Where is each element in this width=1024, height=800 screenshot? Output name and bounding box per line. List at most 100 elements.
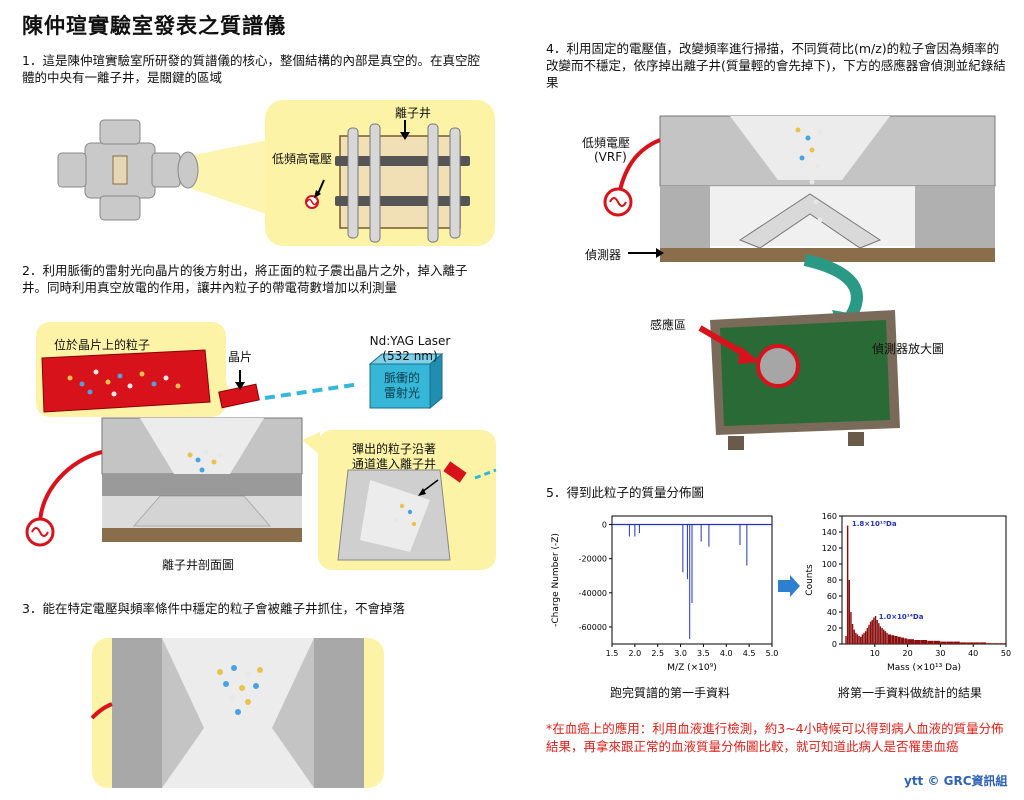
chart2-bar bbox=[884, 631, 887, 644]
application-note: *在血癌上的應用：利用血液進行檢測，約3~4小時候可以得到病人血液的質量分佈結果… bbox=[546, 721, 1004, 754]
chart2-bar bbox=[855, 632, 857, 644]
chart1-xtick-label: 4.5 bbox=[743, 649, 756, 658]
chart2-ytick-label: 160 bbox=[822, 512, 837, 521]
chart2-ytick-label: 60 bbox=[827, 592, 837, 601]
chart2-bar bbox=[848, 580, 850, 644]
vrf-label: (VRF) bbox=[594, 150, 627, 164]
pulsed-laser-label-1: 脈衝的 bbox=[383, 371, 420, 385]
low-freq-hv-label: 低頻高電壓 bbox=[272, 152, 333, 166]
chart1-ytick-label: 0 bbox=[602, 521, 607, 530]
chart2-bar bbox=[874, 616, 877, 644]
chart2-xtick-label: 50 bbox=[1001, 649, 1011, 658]
particles-on-chip-label: 位於晶片上的粒子 bbox=[54, 338, 151, 352]
chart2-bar bbox=[869, 621, 872, 644]
step-3-text: 3．能在特定電壓與頻率條件中穩定的粒子會被離子井抓住，不會掉落 bbox=[22, 601, 405, 616]
chart2-bar bbox=[933, 640, 941, 644]
chart2-bar bbox=[979, 642, 987, 644]
sensing-area-label: 感應區 bbox=[650, 318, 687, 332]
chart2-xtick-label: 30 bbox=[935, 649, 945, 658]
right-arrow-icon bbox=[778, 575, 800, 597]
chart2-bar bbox=[845, 636, 847, 644]
frequency-scan-illustration bbox=[603, 115, 996, 450]
raw-data-caption: 跑完質譜的第一手資料 bbox=[610, 686, 731, 700]
chart1-xtick-label: 5.0 bbox=[766, 649, 779, 658]
laser-desorption-illustration bbox=[25, 322, 497, 570]
chart2-ylabel: Counts bbox=[805, 564, 815, 596]
chart2-ytick-label: 140 bbox=[822, 528, 837, 537]
chart1-ytick-label: -20000 bbox=[579, 555, 607, 564]
chart2-bar bbox=[850, 612, 852, 644]
chart2-bar bbox=[894, 636, 898, 644]
chart1-ytick-label: -40000 bbox=[579, 589, 607, 598]
chart1-xtick-label: 3.5 bbox=[697, 649, 710, 658]
chart1-xtick-label: 4.0 bbox=[720, 649, 733, 658]
chart1-xtick-label: 2.0 bbox=[628, 649, 641, 658]
chart2-bar bbox=[883, 629, 885, 644]
chart2-bar bbox=[851, 624, 854, 644]
detector-label: 偵測器 bbox=[585, 248, 622, 262]
laser-name-label: Nd:YAG Laser bbox=[369, 334, 451, 348]
chart2-ytick-label: 120 bbox=[822, 544, 837, 553]
ejected-particles-label-2: 通道進入離子井 bbox=[352, 457, 437, 471]
chart2-bar bbox=[992, 643, 1000, 644]
chart1-xtick-label: 3.0 bbox=[674, 649, 687, 658]
pulsed-laser-label-2: 雷射光 bbox=[383, 386, 420, 400]
chart2-bar bbox=[940, 641, 947, 644]
chart2-xtick-label: 40 bbox=[968, 649, 978, 658]
chart2-bar bbox=[858, 636, 860, 644]
chart2-bar bbox=[868, 624, 870, 644]
chart2-bar bbox=[879, 626, 882, 644]
chart2-bar bbox=[860, 636, 862, 644]
chart2-bar bbox=[973, 642, 980, 644]
low-freq-v-label: 低頻電壓 bbox=[582, 136, 631, 150]
chart2-bar bbox=[986, 643, 993, 644]
chart2-frame bbox=[841, 515, 1007, 645]
chart2-bar bbox=[866, 628, 869, 644]
page-title: 陳仲瑄實驗室發表之質譜儀 bbox=[22, 14, 286, 38]
chart2-bar bbox=[876, 620, 878, 644]
chart2-ytick-label: 80 bbox=[827, 576, 837, 585]
chart2-bar bbox=[878, 623, 880, 644]
chart2-bar bbox=[946, 641, 954, 644]
trapped-particles-illustration bbox=[90, 638, 384, 788]
cross-section-label: 離子井剖面圖 bbox=[162, 558, 235, 572]
chart2-bar bbox=[904, 638, 908, 644]
ejected-particles-label-1: 彈出的粒子沿著 bbox=[352, 442, 437, 456]
chart2-ytick-label: 0 bbox=[832, 640, 837, 649]
chart2-annotation: 1.0×10¹⁴Da bbox=[879, 613, 924, 621]
chart1-xtick-label: 2.5 bbox=[651, 649, 664, 658]
chart2-bar bbox=[871, 620, 873, 644]
chart2-bar bbox=[966, 642, 973, 644]
chart1-frame bbox=[611, 515, 773, 645]
chart2-bar bbox=[887, 634, 891, 644]
chart2-bar bbox=[927, 640, 934, 644]
chart2-bar bbox=[846, 525, 849, 644]
chart2-bar bbox=[853, 629, 855, 644]
chart2-bar bbox=[907, 639, 914, 644]
chart2-bar bbox=[914, 640, 921, 644]
step-1-text: 1．這是陳仲瑄實驗室所研發的質譜儀的核心，整個結構的內部是真空的。在真空腔體的中… bbox=[22, 53, 480, 85]
credit-text: ytt © GRC資訊組 bbox=[904, 774, 1008, 788]
chart2-xtick-label: 20 bbox=[903, 649, 913, 658]
chart1-ylabel: -Charge Number (-Z) bbox=[551, 533, 561, 627]
chart2-bar bbox=[864, 631, 867, 644]
chart2-ytick-label: 100 bbox=[822, 560, 837, 569]
step-5-text: 5．得到此粒子的質量分佈圖 bbox=[546, 485, 704, 500]
detector-zoom-label: 偵測器放大圖 bbox=[872, 342, 945, 356]
step-4-text: 4．利用固定的電壓值，改變頻率進行掃描，不同質荷比(m/z)的粒子會因為頻率的改… bbox=[546, 41, 1006, 90]
statistics-caption: 將第一手資料做統計的結果 bbox=[838, 686, 983, 700]
chart2-bar bbox=[920, 640, 928, 644]
chart2-bar bbox=[886, 632, 888, 644]
chart2-bar bbox=[897, 636, 901, 644]
chart2-bar bbox=[901, 637, 905, 644]
chart2-bar bbox=[953, 641, 960, 644]
chart2-ytick-label: 20 bbox=[827, 624, 837, 633]
chart2-ytick-label: 40 bbox=[827, 608, 837, 617]
chart2-bar bbox=[881, 628, 883, 644]
chart2-bar bbox=[891, 635, 895, 644]
chart2-bar bbox=[873, 617, 875, 644]
laser-wavelength-label: (532 nm) bbox=[382, 349, 438, 363]
chart2-bar bbox=[960, 642, 967, 644]
